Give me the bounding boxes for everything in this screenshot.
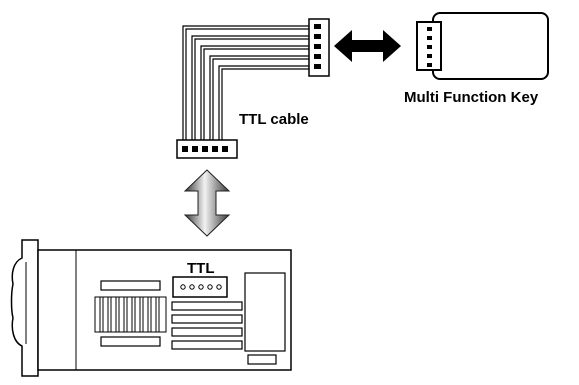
terminal-block [94,296,167,333]
ttl-port [172,276,228,298]
double-arrow-horizontal-icon [334,30,401,62]
cable-bottom-connector-pins [182,146,228,152]
multi-function-key [416,12,549,80]
left-slot-bottom [100,336,161,347]
ttl-port-pins [180,284,222,290]
middle-slot-4 [171,340,243,350]
middle-slot-2 [171,314,243,324]
double-arrow-vertical-icon [183,169,231,237]
right-module [244,272,286,352]
ttl-port-label: TTL [187,260,215,277]
multi-function-key-label: Multi Function Key [404,89,539,106]
left-slot-top [100,280,161,291]
ttl-cable-label: TTL cable [239,111,309,128]
controller-instrument [10,239,292,377]
cable-wires [182,25,309,140]
key-body [432,12,549,80]
middle-slot-1 [171,301,243,311]
controller-housing [37,249,292,371]
cable-top-connector-pins [314,24,321,69]
right-module-tab [247,354,277,365]
key-connector-pins [427,27,432,67]
middle-slot-3 [171,327,243,337]
ttl-cable [176,18,330,159]
front-bezel [10,239,39,377]
